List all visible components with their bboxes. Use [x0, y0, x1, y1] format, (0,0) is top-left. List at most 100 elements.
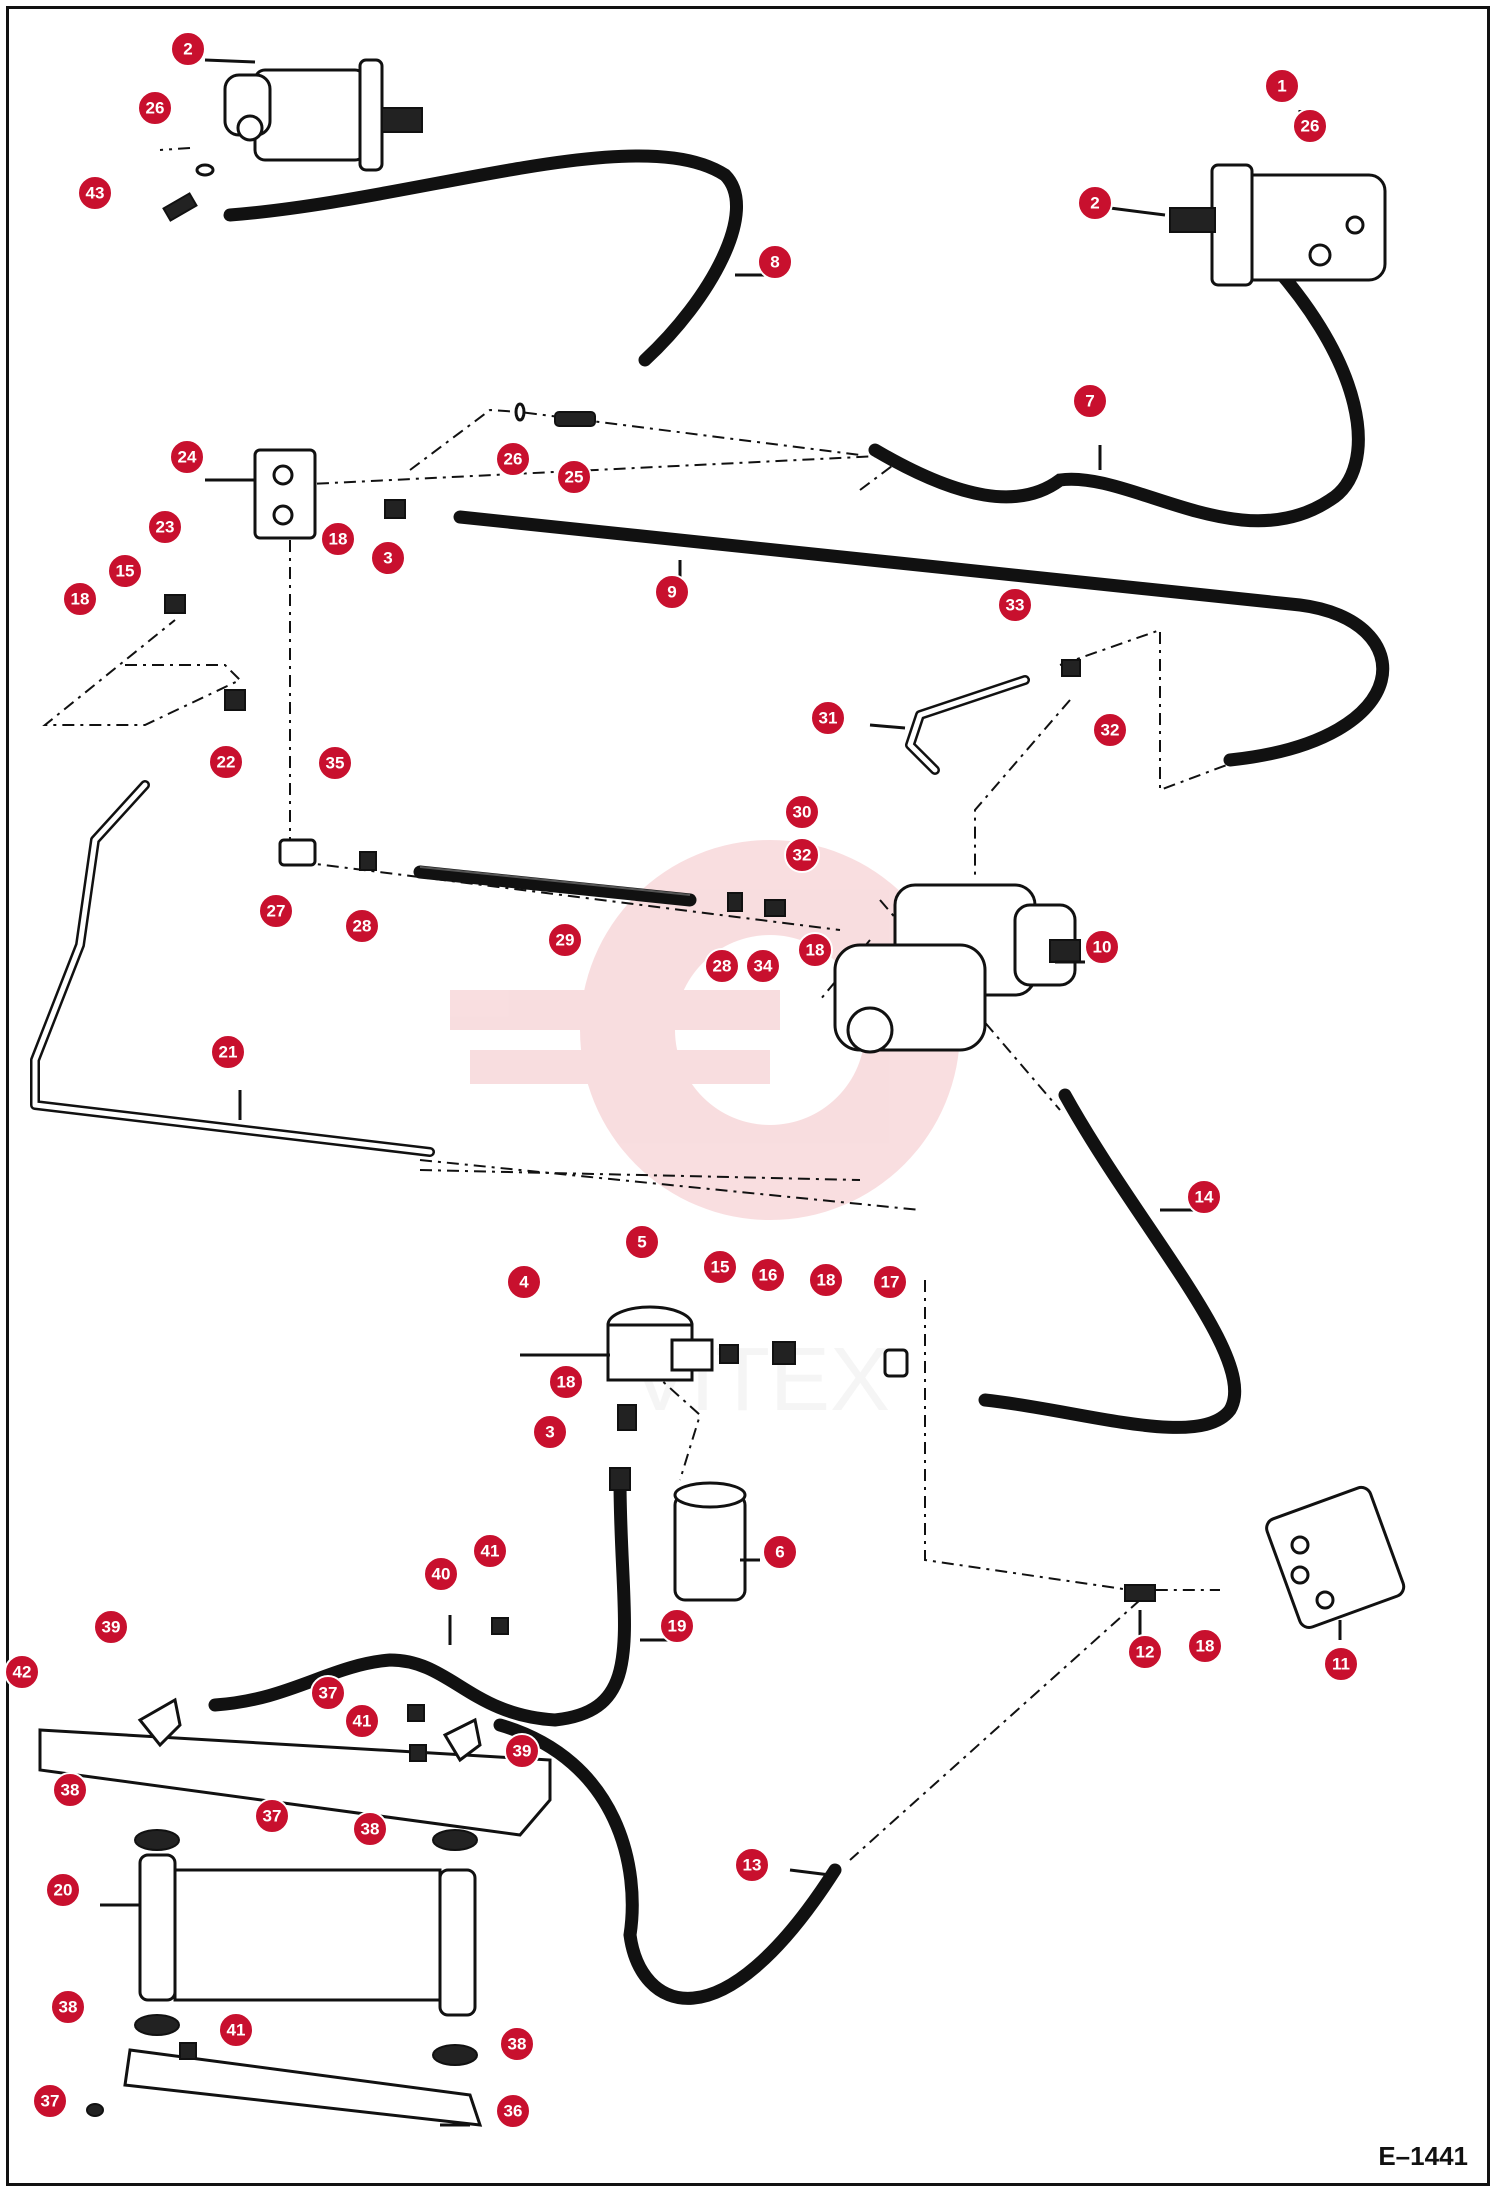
callout-badge[interactable]: 16 [750, 1257, 786, 1293]
svg-text:18: 18 [71, 590, 90, 609]
callout-badge[interactable]: 24 [169, 439, 205, 475]
svg-text:41: 41 [353, 1712, 372, 1731]
callout-badge[interactable]: 43 [77, 175, 113, 211]
svg-text:1: 1 [1277, 77, 1286, 96]
callout-badge[interactable]: 21 [210, 1034, 246, 1070]
svg-text:26: 26 [146, 99, 165, 118]
callout-badge[interactable]: 41 [218, 2012, 254, 2048]
callout-badge[interactable]: 6 [762, 1534, 798, 1570]
svg-text:28: 28 [713, 957, 732, 976]
callout-badge[interactable]: 32 [784, 837, 820, 873]
svg-text:26: 26 [1301, 117, 1320, 136]
callout-badge[interactable]: 18 [548, 1364, 584, 1400]
svg-text:13: 13 [743, 1856, 762, 1875]
callout-badge[interactable]: 1 [1264, 68, 1300, 104]
callout-badge[interactable]: 2 [170, 31, 206, 67]
drive-motor-left [223, 58, 423, 172]
svg-text:25: 25 [565, 468, 584, 487]
callout-badge[interactable]: 14 [1186, 1179, 1222, 1215]
oil-cooler-assembly [38, 1697, 552, 2127]
callout-badge[interactable]: 38 [52, 1772, 88, 1808]
callout-badge[interactable]: 5 [624, 1224, 660, 1260]
callout-badge[interactable]: 25 [556, 459, 592, 495]
callout-badge[interactable]: 15 [702, 1249, 738, 1285]
svg-text:37: 37 [263, 1807, 282, 1826]
callout-badge[interactable]: 28 [344, 908, 380, 944]
callout-badge[interactable]: 41 [472, 1533, 508, 1569]
callout-badge[interactable]: 41 [344, 1703, 380, 1739]
callout-badge[interactable]: 42 [4, 1654, 40, 1690]
hose-9 [453, 510, 1390, 767]
svg-text:7: 7 [1085, 392, 1094, 411]
callout-badge[interactable]: 18 [808, 1262, 844, 1298]
svg-text:4: 4 [519, 1273, 529, 1292]
svg-text:12: 12 [1136, 1643, 1155, 1662]
svg-text:38: 38 [61, 1781, 80, 1800]
callout-badge[interactable]: 37 [254, 1798, 290, 1834]
callout-badge[interactable]: 26 [495, 441, 531, 477]
callout-badge[interactable]: 23 [147, 509, 183, 545]
callout-badge[interactable]: 35 [317, 745, 353, 781]
callout-badge[interactable]: 38 [499, 2026, 535, 2062]
hydrostatic-pump [833, 883, 1081, 1054]
callout-badge[interactable]: 40 [423, 1556, 459, 1592]
callout-badge[interactable]: 18 [1187, 1628, 1223, 1664]
callout-badge[interactable]: 39 [504, 1733, 540, 1769]
callout-badge[interactable]: 18 [62, 581, 98, 617]
callout-badge[interactable]: 20 [45, 1872, 81, 1908]
svg-text:18: 18 [806, 941, 825, 960]
callout-badge[interactable]: 18 [797, 932, 833, 968]
control-valve [1265, 1485, 1406, 1629]
svg-text:3: 3 [383, 549, 392, 568]
callout-badge[interactable]: 19 [659, 1608, 695, 1644]
svg-text:9: 9 [667, 583, 676, 602]
callout-badge[interactable]: 38 [50, 1989, 86, 2025]
callout-badge[interactable]: 38 [352, 1811, 388, 1847]
callout-badge[interactable]: 17 [872, 1264, 908, 1300]
callout-badge[interactable]: 28 [704, 948, 740, 984]
callout-badge[interactable]: 30 [784, 794, 820, 830]
callout-badge[interactable]: 29 [547, 922, 583, 958]
svg-text:42: 42 [13, 1663, 32, 1682]
callout-badge[interactable]: 3 [532, 1414, 568, 1450]
svg-text:24: 24 [178, 448, 197, 467]
callout-badge[interactable]: 26 [137, 90, 173, 126]
callout-badge[interactable]: 7 [1072, 383, 1108, 419]
callout-badge[interactable]: 8 [757, 244, 793, 280]
svg-text:28: 28 [353, 917, 372, 936]
svg-text:6: 6 [775, 1543, 784, 1562]
hose-14 [978, 1088, 1242, 1434]
callout-badge[interactable]: 34 [745, 948, 781, 984]
callout-badge[interactable]: 32 [1092, 712, 1128, 748]
svg-text:8: 8 [770, 253, 779, 272]
callout-badge[interactable]: 18 [320, 521, 356, 557]
svg-text:39: 39 [513, 1742, 532, 1761]
callout-badge[interactable]: 2 [1077, 185, 1113, 221]
callout-badge[interactable]: 4 [506, 1264, 542, 1300]
callout-badge[interactable]: 36 [495, 2093, 531, 2129]
svg-text:18: 18 [817, 1271, 836, 1290]
callout-badge[interactable]: 3 [370, 540, 406, 576]
figure-id: E–1441 [1378, 2141, 1468, 2171]
callout-badge[interactable]: 9 [654, 574, 690, 610]
svg-text:20: 20 [54, 1881, 73, 1900]
svg-text:41: 41 [481, 1542, 500, 1561]
fittings [86, 163, 1156, 2117]
callout-badge[interactable]: 37 [310, 1675, 346, 1711]
callout-badge[interactable]: 10 [1084, 929, 1120, 965]
callout-badge[interactable]: 39 [93, 1609, 129, 1645]
callout-badge[interactable]: 12 [1127, 1634, 1163, 1670]
svg-text:38: 38 [59, 1998, 78, 2017]
hose-13 [493, 1718, 842, 2005]
callout-badge[interactable]: 26 [1292, 108, 1328, 144]
callout-badge[interactable]: 27 [258, 893, 294, 929]
callout-badge[interactable]: 11 [1323, 1646, 1359, 1682]
callout-badge[interactable]: 37 [32, 2083, 68, 2119]
callout-badge[interactable]: 13 [734, 1847, 770, 1883]
callout-badge[interactable]: 22 [208, 744, 244, 780]
callout-badge[interactable]: 15 [107, 553, 143, 589]
svg-text:27: 27 [267, 902, 286, 921]
callout-badge[interactable]: 31 [810, 700, 846, 736]
callout-badge[interactable]: 33 [997, 587, 1033, 623]
